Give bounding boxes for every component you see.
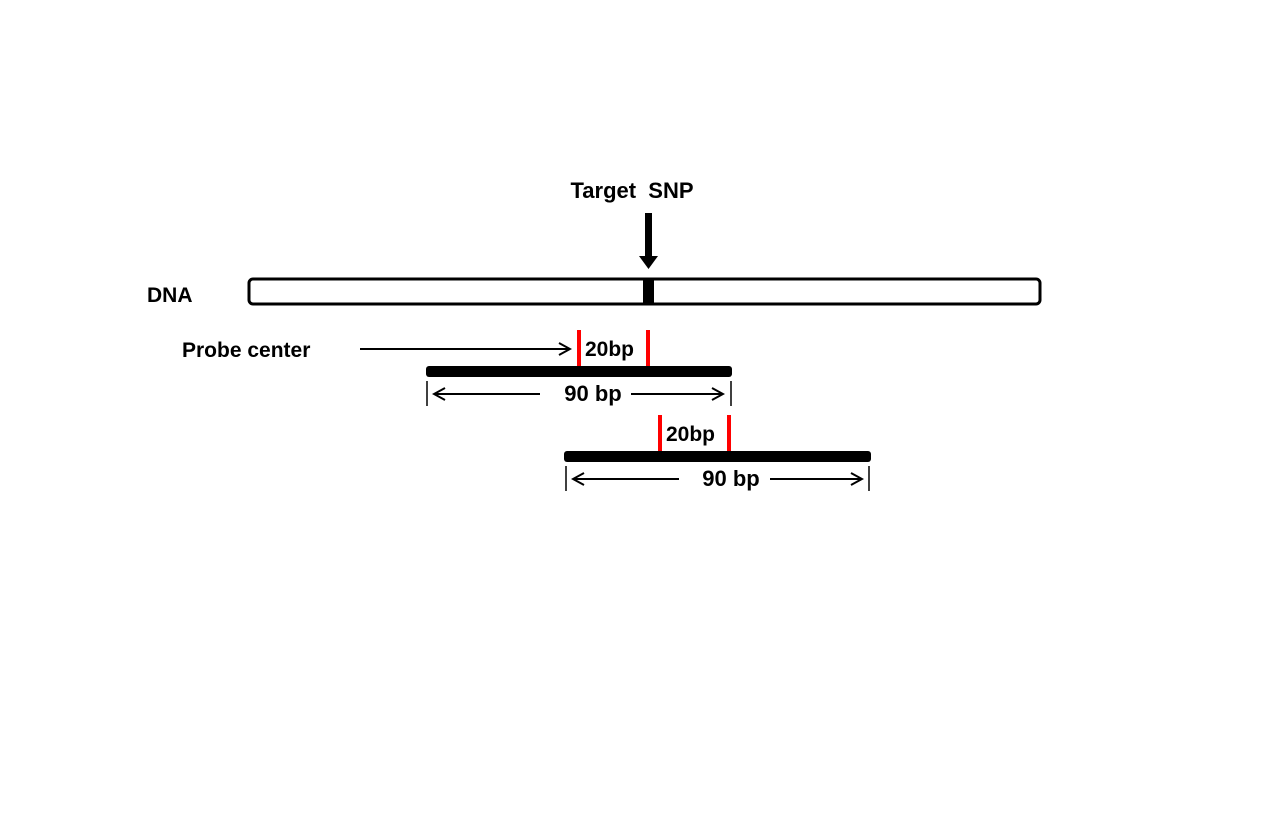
probe-center-label: Probe center xyxy=(182,339,310,362)
window-label: 20bp xyxy=(585,338,634,361)
window-label: 20bp xyxy=(666,423,715,446)
length-label: 90 bp xyxy=(564,381,621,406)
probe-1: 20bp 90 bp xyxy=(426,330,732,406)
target-snp-label: Target SNP xyxy=(570,178,693,203)
snp-marker xyxy=(643,279,654,304)
probe-bar xyxy=(426,366,732,377)
length-label: 90 bp xyxy=(702,466,759,491)
dna-label: DNA xyxy=(147,284,193,307)
probe-bar xyxy=(564,451,871,462)
probe-2: 20bp 90 bp xyxy=(564,415,871,491)
snp-arrow-icon xyxy=(639,213,658,269)
